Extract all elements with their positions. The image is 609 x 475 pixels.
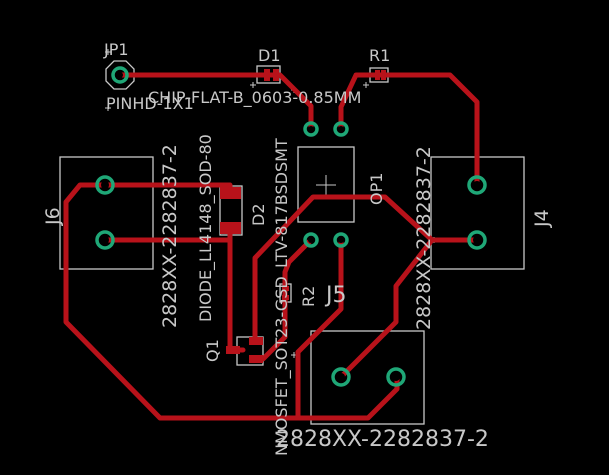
d1-pad-k (273, 69, 279, 81)
label-r2: R2 (299, 286, 318, 307)
d2-pad-k (220, 222, 241, 234)
label-r1: R1 (369, 46, 390, 65)
d1-pad-a (264, 69, 270, 81)
trace-q1-op1-j4 (252, 194, 480, 343)
op1-pad-3 (303, 232, 319, 248)
q1-pad-g (226, 346, 240, 354)
trace-j5-j4 (338, 237, 435, 380)
trace-r1-j4 (338, 72, 480, 188)
j6-pad-1 (95, 175, 115, 195)
label-d2-package: DIODE_LL4148_SOD-80 (196, 134, 216, 322)
r2-pad-2 (282, 295, 289, 300)
op1-pad-1 (303, 121, 319, 137)
op1-pad-2 (333, 121, 349, 137)
trace-j6-j5 (63, 182, 400, 421)
j4-pad-2 (467, 230, 487, 250)
jp1-pad (111, 66, 129, 84)
label-jp1-package: PINHD-1X1 (106, 94, 194, 113)
label-j4-package: 2828XX-2282837-2 (413, 146, 435, 330)
j5-pad-1 (331, 367, 351, 387)
label-j4: J4 (531, 209, 553, 228)
jp1-octagon-outline (105, 60, 135, 90)
label-q1: Q1 (203, 339, 222, 362)
smd-pads (220, 69, 386, 363)
q1-pad-d (249, 355, 263, 363)
label-j6: J6 (42, 207, 64, 226)
label-d2: D2 (249, 204, 268, 227)
j5-pad-2 (386, 367, 406, 387)
j5-outline (310, 330, 425, 425)
label-q1-package: NMOSFET_SOT23-GSD (272, 276, 292, 456)
label-d1-package: CHIP-FLAT-B_0603-0.85MM (148, 88, 361, 108)
trace-op1-j5 (295, 237, 344, 421)
label-d1: D1 (258, 46, 281, 65)
r1-pad-2 (381, 70, 386, 80)
label-jp1: JP1 (103, 40, 129, 59)
op1-pad-4 (333, 232, 349, 248)
op1-outline (297, 146, 355, 223)
j6-outline (59, 156, 154, 270)
q1-pad-s (249, 337, 263, 345)
r2-pad-1 (282, 286, 289, 291)
j4-pad-1 (467, 175, 487, 195)
through-hole-pads (95, 66, 487, 387)
label-j5: J5 (324, 283, 347, 308)
r1-pad-1 (375, 70, 380, 80)
label-j5-package: 2828XX-2282837-2 (276, 427, 489, 452)
j6-pad-2 (95, 230, 115, 250)
d2-pad-a (220, 187, 241, 199)
label-j6-package: 2828XX-2282837-2 (159, 144, 181, 328)
label-op1-package: LTV-817BSDSMT (272, 138, 291, 268)
label-op1: OP1 (367, 173, 386, 205)
